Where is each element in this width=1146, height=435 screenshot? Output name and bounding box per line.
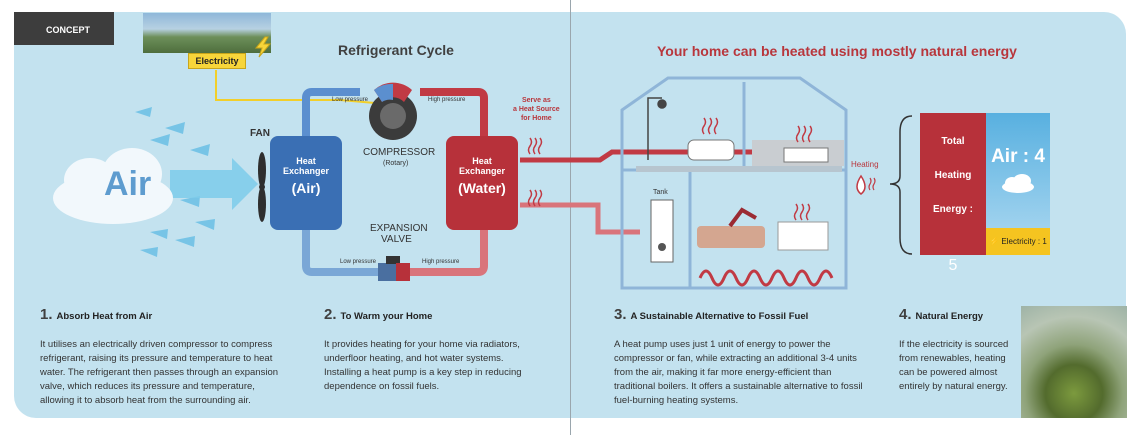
heat-exchanger-water: Heat Exchanger (Water): [446, 136, 518, 230]
air-energy-box: Air : 4: [986, 113, 1050, 228]
step-1: 1.Absorb Heat from Air It utilises an el…: [40, 306, 279, 406]
electricity-energy-box: ⚡ Electricity : 1: [986, 228, 1050, 255]
sapling-photo: [1021, 306, 1127, 418]
lightning-icon: [254, 36, 272, 58]
return-pipe: [520, 202, 640, 235]
water-tank: [650, 199, 674, 263]
cloud-small-icon: [1002, 174, 1034, 193]
power-line: [215, 70, 376, 104]
heating-drop-icon: [856, 174, 876, 195]
bathtub: [687, 139, 735, 161]
heat-exchanger-air: Heat Exchanger (Air): [270, 136, 342, 230]
total-heating-box: Total Heating Energy : 5: [920, 113, 986, 274]
lightning-small-icon: ⚡: [989, 237, 1000, 246]
high-pressure-pipe-bottom: [410, 230, 488, 276]
step-4: 4.Natural Energy If the electricity is s…: [899, 306, 1009, 392]
expansion-valve-icon: [378, 256, 410, 281]
high-pressure-pipe-top: [420, 88, 488, 136]
compressor-icon: [369, 82, 417, 140]
wind-solar-photo: [143, 13, 271, 53]
total-value: 5: [948, 257, 958, 274]
air-flow-arrow: [170, 158, 258, 210]
expansion-title-1: EXPANSION: [370, 223, 428, 234]
bracket: [889, 115, 913, 255]
heat-waves-serve: [527, 137, 543, 207]
cycle-title: Refrigerant Cycle: [338, 42, 454, 58]
cloud-icon: [53, 148, 173, 224]
low-pressure-pipe-bottom: [302, 230, 378, 276]
low-pressure-pipe-top: [302, 88, 360, 136]
expansion-low-pressure: Low pressure: [340, 259, 377, 265]
fan-icon: [258, 152, 266, 222]
expansion-title-2: VALVE: [381, 234, 412, 245]
fan-label: FAN: [250, 128, 270, 139]
floor-radiator: [777, 221, 829, 251]
compressor-sub: (Rotary): [383, 160, 409, 167]
compressor-title: COMPRESSOR: [363, 147, 436, 158]
underfloor-heating: [698, 269, 834, 287]
air-label: Air: [104, 165, 152, 203]
concept-tab: CONCEPT: [14, 12, 114, 45]
shower-icon: [647, 97, 667, 160]
wall-radiator-top: [783, 147, 829, 163]
page-divider: [570, 0, 571, 435]
serve-label: Serve as a Heat Source for Home: [513, 97, 560, 122]
tank-label: Tank: [653, 189, 668, 196]
heating-label: Heating: [851, 160, 879, 169]
compressor-high-pressure: High pressure: [428, 97, 466, 103]
sofa: [697, 226, 765, 248]
step-3: 3.A Sustainable Alternative to Fossil Fu…: [614, 306, 863, 406]
expansion-high-pressure: High pressure: [422, 259, 460, 265]
person-figure: [728, 207, 757, 228]
electricity-badge: Electricity: [188, 53, 246, 69]
floor-slab: [636, 166, 842, 172]
step-2: 2.To Warm your Home It provides heating …: [324, 306, 522, 392]
compressor-low-pressure: Low pressure: [332, 97, 369, 103]
home-title: Your home can be heated using mostly nat…: [657, 43, 1017, 59]
heat-waves-house: [701, 117, 813, 221]
